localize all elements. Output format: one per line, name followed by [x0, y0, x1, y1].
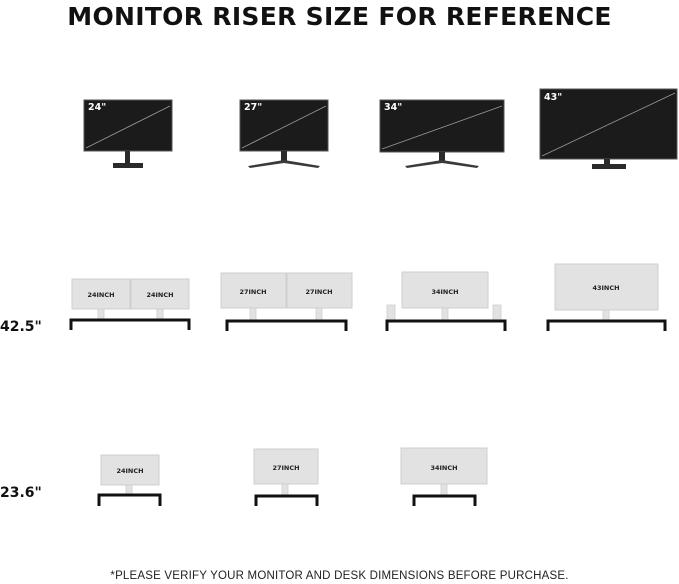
riser-short-34-group: 34INCH — [400, 447, 488, 506]
screen-label: 27INCH — [239, 288, 266, 296]
riser-long-43-group: 43INCH — [546, 263, 667, 331]
monitor-24: 24" — [83, 99, 173, 168]
riser-long-height-label: 42.5" — [0, 319, 42, 335]
screen-label: 34INCH — [431, 288, 458, 296]
riser-long-34-group: 34INCH — [385, 271, 507, 331]
screen-label: 24INCH — [146, 291, 173, 299]
page-title: MONITOR RISER SIZE FOR REFERENCE — [67, 2, 612, 31]
riser-long-27-group: 27INCH 27INCH — [220, 272, 353, 331]
monitor-24-size: 24" — [88, 102, 106, 113]
screen-label: 43INCH — [592, 284, 619, 292]
monitor-27: 27" — [239, 99, 329, 168]
screen-label: 24INCH — [116, 467, 143, 475]
monitor-34: 34" — [379, 99, 505, 168]
riser-long-24-group: 24INCH 24INCH — [69, 278, 191, 330]
monitor-43: 43" — [539, 88, 678, 169]
screen-label: 24INCH — [87, 291, 114, 299]
screen-label: 34INCH — [430, 464, 457, 472]
screen-label: 27INCH — [305, 288, 332, 296]
riser-short-24-group: 24INCH — [97, 454, 162, 506]
footnote: *PLEASE VERIFY YOUR MONITOR AND DESK DIM… — [110, 570, 569, 582]
riser-short-27-group: 27INCH — [253, 448, 319, 506]
monitor-43-size: 43" — [544, 92, 562, 103]
monitor-34-size: 34" — [384, 102, 402, 113]
monitor-27-size: 27" — [244, 102, 262, 113]
riser-short-height-label: 23.6" — [0, 485, 42, 501]
screen-label: 27INCH — [272, 464, 299, 472]
